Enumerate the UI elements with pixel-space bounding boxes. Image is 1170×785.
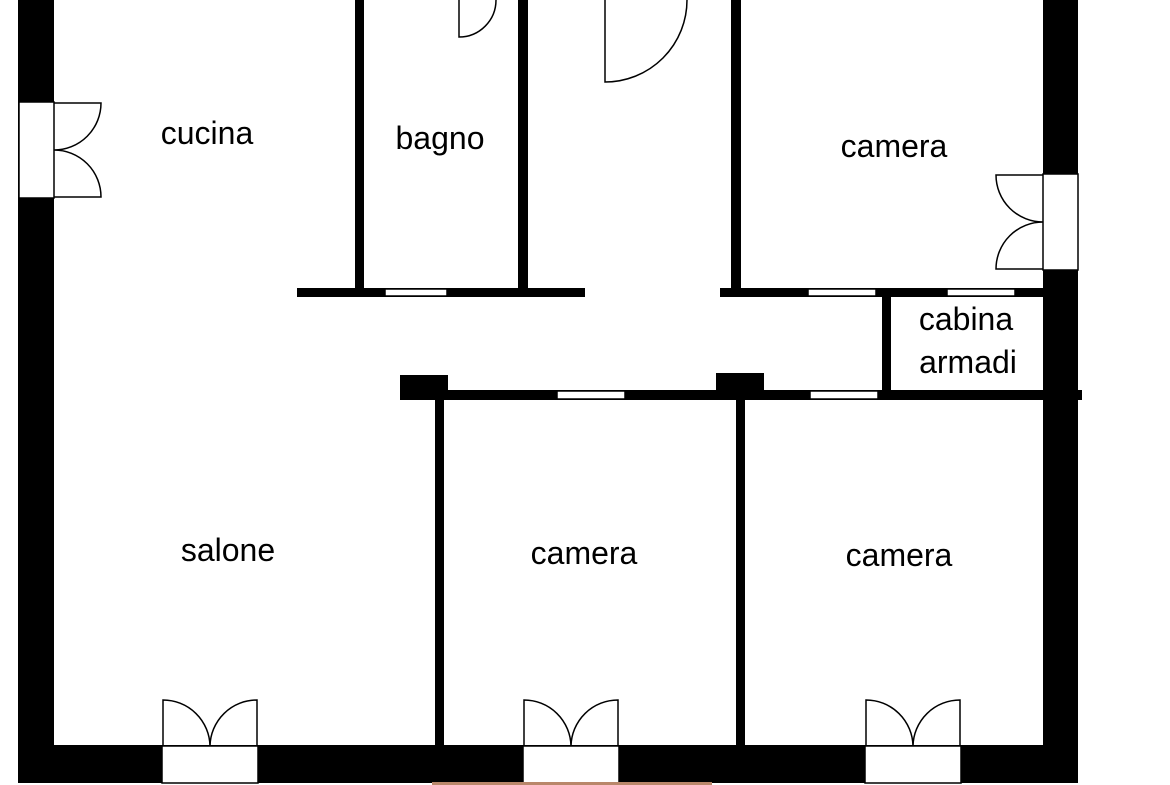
window-cucina-leaves: [53, 102, 102, 198]
terrace-edge: [432, 782, 712, 785]
threshold-camera-top: [807, 288, 877, 297]
window-cucina-frame: [18, 101, 55, 199]
wall-salone-camera: [435, 390, 444, 747]
wall-bagno-corridor: [518, 0, 528, 293]
window-camera-middle-leaves: [523, 699, 619, 747]
window-camera-right-leaves: [865, 699, 961, 747]
wall-cucina-bagno: [355, 0, 364, 293]
window-camera-middle-frame: [522, 745, 620, 784]
wall-camera-camera: [736, 390, 745, 747]
room-label-camera-right: camera: [846, 537, 953, 573]
room-labels: cucina bagno camera cabina armadi salone…: [161, 115, 1017, 573]
room-label-camera-middle: camera: [531, 535, 638, 571]
room-label-cucina: cucina: [161, 115, 254, 151]
wall-corridor-camera: [731, 0, 741, 293]
window-salone: [161, 699, 259, 784]
door-swing-bagno-top: [458, 0, 497, 38]
room-label-cabina: cabina: [919, 301, 1014, 337]
interior-doors: [458, 0, 688, 83]
window-salone-frame: [161, 745, 259, 784]
threshold-bagno: [384, 288, 448, 297]
room-label-camera-top: camera: [841, 128, 948, 164]
window-camera-middle: [522, 699, 620, 784]
door-swing-corridor-top: [604, 0, 688, 83]
room-label-armadi: armadi: [919, 344, 1017, 380]
window-camera-top: [995, 173, 1079, 271]
window-camera-right-frame: [864, 745, 962, 784]
window-cucina: [18, 101, 102, 199]
room-label-bagno: bagno: [396, 120, 485, 156]
door-thresholds: [384, 288, 1016, 400]
threshold-camera-right: [809, 390, 879, 400]
wall-cabina-left: [882, 288, 891, 398]
window-camera-right: [864, 699, 962, 784]
window-camera-top-frame: [1042, 173, 1079, 271]
threshold-cabina: [946, 288, 1016, 297]
window-salone-leaves: [162, 699, 258, 747]
window-camera-top-leaves: [995, 174, 1044, 270]
room-label-salone: salone: [181, 532, 275, 568]
threshold-camera-middle: [556, 390, 626, 400]
